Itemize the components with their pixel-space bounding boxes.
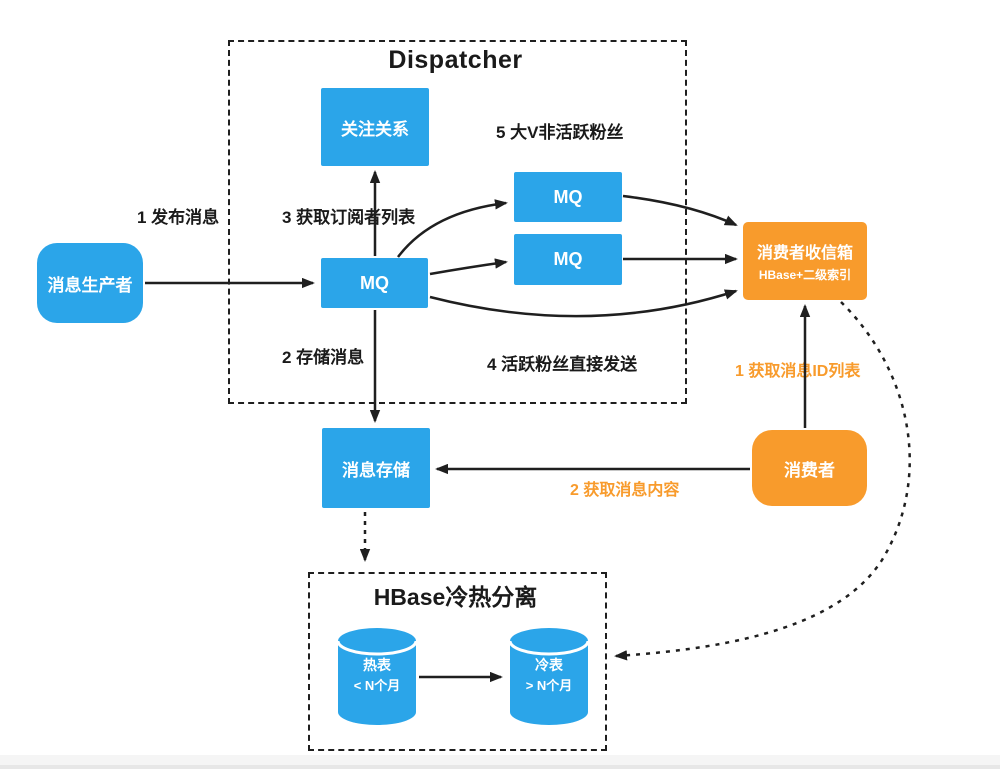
label-active-fans-direct-send: 4 活跃粉丝直接发送 <box>487 355 638 374</box>
label-get-message-id-list: 1 获取消息ID列表 <box>735 363 861 380</box>
follow-relation-label: 关注关系 <box>341 119 409 139</box>
mq-main-node: MQ <box>321 258 428 308</box>
mq-lower-node: MQ <box>514 234 622 285</box>
label-get-message-content: 2 获取消息内容 <box>570 482 680 499</box>
hbase-cold-hot-group-box <box>308 572 607 751</box>
consumer-inbox-node: 消费者收信箱 HBase+二级索引 <box>743 222 867 300</box>
label-publish-message: 1 发布消息 <box>137 208 220 227</box>
mq-upper-label: MQ <box>553 186 583 207</box>
message-storage-label: 消息存储 <box>342 460 410 480</box>
hot-table-name: 热表 <box>363 657 391 673</box>
dispatcher-group-title: Dispatcher <box>388 46 523 74</box>
consumer-label: 消费者 <box>784 460 835 480</box>
cold-table-label-group: 冷表 > N个月 <box>510 655 588 696</box>
mq-main-label: MQ <box>360 272 389 293</box>
message-producer-label: 消息生产者 <box>47 275 133 295</box>
cold-table-range: > N个月 <box>525 678 573 693</box>
cold-table-name: 冷表 <box>535 657 563 673</box>
hot-table-label-group: 热表 < N个月 <box>338 655 416 696</box>
consumer-node: 消费者 <box>752 430 867 506</box>
label-store-message: 2 存储消息 <box>282 348 365 367</box>
follow-relation-node: 关注关系 <box>321 88 429 166</box>
consumer-inbox-title: 消费者收信箱 <box>756 245 853 262</box>
message-storage-node: 消息存储 <box>322 428 430 508</box>
page-bottom-strip <box>0 755 1000 769</box>
label-big-v-inactive-fans: 5 大V非活跃粉丝 <box>496 123 624 142</box>
hbase-group-title: HBase冷热分离 <box>373 584 538 610</box>
message-producer-node: 消息生产者 <box>37 243 143 323</box>
mq-upper-node: MQ <box>514 172 622 222</box>
mq-lower-label: MQ <box>553 249 583 269</box>
label-get-subscriber-list: 3 获取订阅者列表 <box>282 208 416 227</box>
hot-table-range: < N个月 <box>353 678 401 693</box>
consumer-inbox-subtitle: HBase+二级索引 <box>758 268 852 282</box>
